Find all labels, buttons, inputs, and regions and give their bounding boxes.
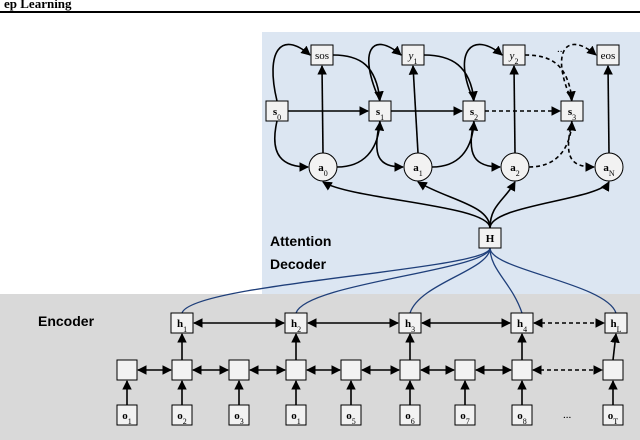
state-to-attention (274, 120, 309, 172)
state-node-1 (368, 100, 392, 122)
state-node-2 (462, 100, 486, 122)
input-ellipsis: ... (563, 409, 572, 421)
encoder-layer-node-0 (116, 359, 138, 381)
state-to-output (560, 43, 597, 102)
memory-link (489, 247, 523, 314)
attention-node-3 (594, 152, 624, 182)
encoder-layer-node-8 (602, 359, 624, 381)
state-to-output (272, 43, 311, 102)
memory-node (478, 227, 502, 249)
output-feedback (524, 54, 576, 101)
input-node-3 (285, 404, 307, 426)
memory-to-attention (417, 181, 491, 229)
edges (122, 43, 620, 405)
encoder-panel (0, 294, 640, 440)
input-node-2 (228, 404, 250, 426)
hidden-node-2-label: h3 (405, 318, 415, 334)
attention-node-2 (500, 152, 530, 182)
hidden-node-1 (284, 312, 308, 334)
output-node-1-label: y1 (408, 50, 418, 66)
input-node-5-label: o6 (405, 410, 415, 426)
input-node-6 (454, 404, 476, 426)
memory-link (409, 247, 491, 314)
output-node-0-label: sos (315, 50, 329, 62)
memory-link (489, 247, 617, 314)
input-node-4-label: o5 (346, 410, 356, 426)
state-to-output (463, 43, 503, 102)
state-node-0 (265, 100, 289, 122)
attention-node-1 (403, 152, 433, 182)
input-node-6-label: o7 (460, 410, 470, 426)
output-feedback (332, 54, 384, 101)
attention-to-state (336, 121, 385, 168)
layer-to-hidden (610, 333, 620, 361)
hidden-node-2 (398, 312, 422, 334)
memory-to-attention (322, 181, 491, 229)
hidden-node-1-label: h2 (291, 318, 301, 334)
decoder-label-line1: Attention (270, 233, 331, 249)
input-node-7-label: o8 (517, 410, 527, 426)
encoder-layer-node-7 (511, 359, 533, 381)
memory-to-attention (489, 181, 610, 229)
input-node-8-label: oT (608, 410, 619, 426)
encoder-layer-node-4 (340, 359, 362, 381)
nodes: sos y1 y2 eos s0 s1 s2 s3 a0 a1 a2 aN Hh1 h2 h3 h4 hL o1 o… (116, 44, 628, 426)
input-node-1 (171, 404, 193, 426)
encoder-layer-node-2 (228, 359, 250, 381)
state-node-0-label: s0 (273, 106, 281, 122)
decoder-label-line2: Decoder (270, 256, 327, 272)
memory-link (181, 247, 491, 314)
input-node-0 (116, 404, 138, 426)
output-node-3 (596, 44, 620, 66)
output-node-3-label: eos (601, 50, 616, 62)
header-text: ep Learning (4, 0, 72, 11)
input-node-7 (511, 404, 533, 426)
hidden-node-4-label: hL (610, 318, 621, 334)
input-node-2-label: o3 (234, 410, 244, 426)
output-ellipsis: ... (557, 43, 566, 55)
input-node-0-label: o1 (122, 410, 132, 426)
hidden-node-4 (604, 312, 628, 334)
attention-node-2-label: a2 (510, 162, 520, 178)
state-node-1-label: s1 (376, 106, 384, 122)
hidden-node-0-label: h1 (177, 318, 187, 334)
output-node-2 (502, 44, 526, 66)
output-node-1 (401, 44, 425, 66)
encoder-layer-node-5 (399, 359, 421, 381)
output-feedback (423, 54, 478, 101)
attention-to-output (509, 65, 519, 154)
attention-node-0 (308, 152, 338, 182)
input-node-8 (602, 404, 624, 426)
attention-to-state (431, 121, 479, 168)
encoder-layer-node-6 (454, 359, 476, 381)
hidden-node-3-label: h4 (517, 318, 527, 334)
memory-link (295, 247, 491, 314)
hidden-node-0 (170, 312, 194, 334)
encoder-layer-node-1 (171, 359, 193, 381)
hidden-node-3 (510, 312, 534, 334)
encoder-label: Encoder (38, 313, 95, 329)
memory-node-label: H (486, 233, 495, 245)
output-node-0 (310, 44, 334, 66)
attention-node-1-label: a1 (413, 162, 423, 178)
output-node-2-label: y2 (509, 50, 519, 66)
input-node-4 (340, 404, 362, 426)
memory-to-attention (489, 181, 516, 229)
attention-to-output (408, 65, 419, 154)
state-node-3 (560, 100, 584, 122)
attention-to-output (603, 65, 613, 154)
attention-to-output (317, 65, 327, 154)
input-node-3-label: o1 (291, 410, 301, 426)
state-node-2-label: s2 (470, 106, 478, 122)
state-to-output (368, 43, 402, 102)
attention-node-3-label: aN (603, 162, 615, 178)
input-node-1-label: o2 (177, 410, 187, 426)
state-node-3-label: s3 (568, 106, 576, 122)
encoder-layer-node-3 (285, 359, 307, 381)
attention-node-0-label: a0 (318, 162, 328, 178)
input-node-5 (399, 404, 421, 426)
